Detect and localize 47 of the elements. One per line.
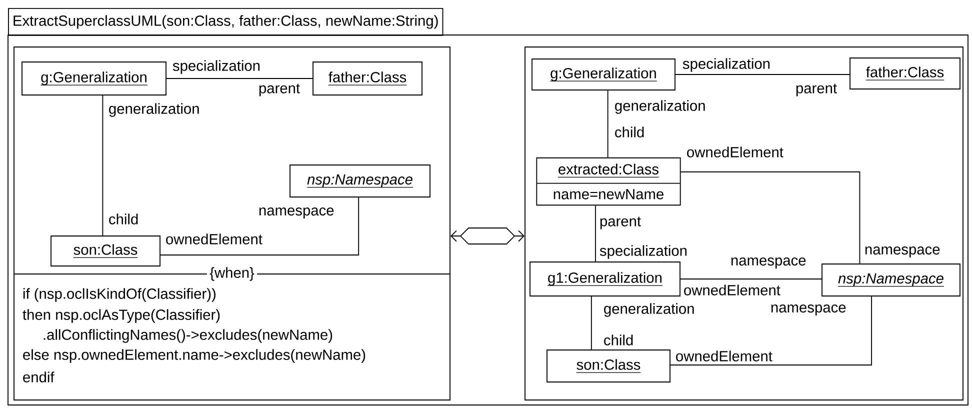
role-label: child bbox=[615, 126, 644, 138]
object-box: son:Class bbox=[546, 350, 670, 382]
object-box: g:Generalization bbox=[22, 62, 166, 96]
object-box: father:Class bbox=[850, 58, 960, 90]
pattern-panel bbox=[524, 46, 964, 400]
role-label: parent bbox=[259, 84, 300, 96]
association-line bbox=[680, 171, 860, 264]
code-line: endif bbox=[23, 372, 54, 382]
association-line bbox=[595, 205, 596, 262]
association-line bbox=[607, 90, 608, 158]
object-box: nsp:Namespace bbox=[290, 164, 430, 198]
code-line: if (nsp.oclIsKindOf(Classifier)) bbox=[23, 288, 216, 302]
role-label: namespace bbox=[259, 208, 334, 218]
role-label: generalization bbox=[615, 100, 705, 114]
role-label: generalization bbox=[604, 303, 694, 317]
object-box: nsp:Namespace bbox=[822, 264, 960, 296]
guard-label: {when} bbox=[206, 264, 258, 284]
association-line bbox=[680, 278, 822, 280]
role-label: generalization bbox=[109, 103, 199, 117]
role-label: specialization bbox=[172, 60, 260, 74]
role-label: namespace bbox=[865, 246, 940, 258]
association-line bbox=[670, 296, 872, 366]
role-label: ownedElement bbox=[687, 146, 784, 158]
association-line bbox=[590, 296, 592, 350]
code-line: then nsp.oclAsType(Classifier) bbox=[22, 309, 220, 323]
role-label: parent bbox=[796, 84, 837, 96]
role-label: ownedElement bbox=[676, 350, 772, 362]
role-label: specialization bbox=[600, 245, 687, 259]
object-box: g1:Generalization bbox=[530, 262, 680, 296]
association-line bbox=[675, 74, 850, 75]
role-label: specialization bbox=[682, 58, 770, 72]
role-label: namespace bbox=[771, 304, 846, 316]
association-line bbox=[166, 78, 313, 79]
code-line: .allConflictingNames()->excludes(newName) bbox=[44, 329, 332, 343]
object-box: father:Class bbox=[312, 62, 422, 96]
node-label: ExtractSuperclassUML(son:Class, father:Class, newName:String) bbox=[14, 15, 438, 29]
association-line bbox=[102, 95, 104, 236]
object-box: g:Generalization bbox=[532, 58, 676, 90]
code-line: else nsp.ownedElement.name->excludes(newName) bbox=[23, 349, 366, 363]
role-label: child bbox=[604, 334, 633, 346]
role-label: ownedElement bbox=[684, 284, 780, 296]
object-box: son:Class bbox=[50, 236, 160, 266]
association-line bbox=[160, 197, 360, 256]
role-label: child bbox=[109, 214, 138, 224]
role-label: ownedElement bbox=[166, 234, 262, 244]
role-label: namespace bbox=[731, 258, 806, 268]
role-label: parent bbox=[600, 216, 641, 230]
